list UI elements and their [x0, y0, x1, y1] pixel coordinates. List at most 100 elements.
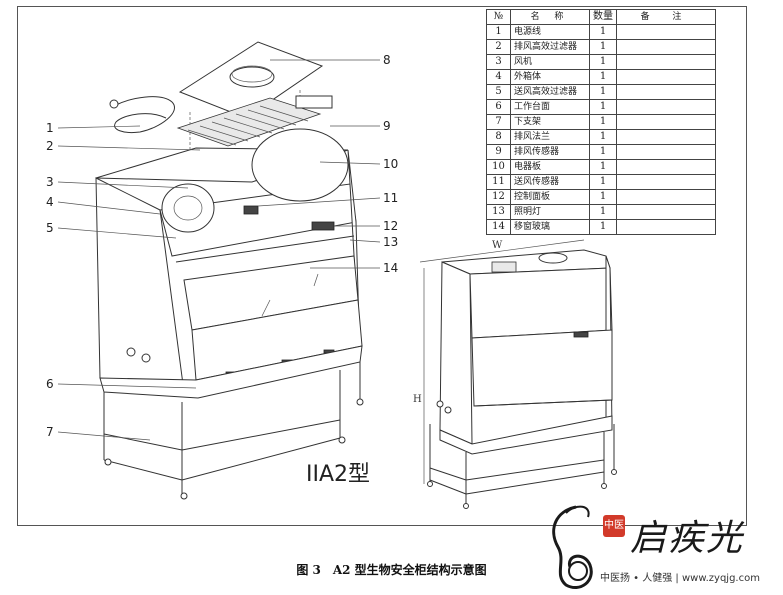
- cell-qty: 1: [589, 174, 617, 190]
- cell-name: 送风传感器: [510, 174, 590, 190]
- cell-name: 移窗玻璃: [510, 219, 590, 235]
- cell-no: 6: [486, 99, 511, 115]
- callout-leaders: [57, 59, 381, 441]
- cell-qty: 1: [589, 204, 617, 220]
- callout-6: 6: [46, 377, 54, 391]
- cell-no: 2: [486, 39, 511, 55]
- header-name: 名 称: [510, 9, 590, 25]
- cell-name: 照明灯: [510, 204, 590, 220]
- fan-housing: [161, 183, 215, 233]
- width-dimension-label: W: [492, 240, 503, 251]
- callout-3: 3: [46, 175, 54, 189]
- watermark-logo: [552, 505, 593, 589]
- cell-note: [616, 159, 716, 175]
- exhaust-hepa-filter: [176, 97, 322, 147]
- cell-name: 排风高效过滤器: [510, 39, 590, 55]
- light-strip: [175, 235, 355, 263]
- cell-no: 7: [486, 114, 511, 130]
- callout-4: 4: [46, 195, 54, 209]
- cell-qty: 1: [589, 114, 617, 130]
- cell-no: 9: [486, 144, 511, 160]
- cell-no: 5: [486, 84, 511, 100]
- cell-no: 8: [486, 129, 511, 145]
- supply-sensor: [243, 205, 259, 215]
- power-plug: [109, 99, 119, 109]
- watermark-seal: 中医: [603, 515, 625, 537]
- cell-note: [616, 69, 716, 85]
- drawing-frame: [17, 6, 747, 526]
- cell-name: 风机: [510, 54, 590, 70]
- callout-11: 11: [383, 191, 398, 205]
- cell-note: [616, 129, 716, 145]
- callout-5: 5: [46, 221, 54, 235]
- cell-name: 控制面板: [510, 189, 590, 205]
- cell-name: 送风高效过滤器: [510, 84, 590, 100]
- side-port: [141, 353, 151, 363]
- callout-2: 2: [46, 139, 54, 153]
- power-cord: [114, 96, 175, 133]
- cell-no: 11: [486, 174, 511, 190]
- watermark-name: 启疾光: [630, 518, 745, 559]
- watermark-slogan: 中医扬 • 人健强 | www.zyqjg.com: [600, 573, 760, 584]
- callout-8: 8: [383, 53, 391, 67]
- cell-note: [616, 219, 716, 235]
- cell-no: 13: [486, 204, 511, 220]
- height-dimension-label: H: [413, 394, 422, 405]
- cell-no: 1: [486, 24, 511, 40]
- cell-qty: 1: [589, 54, 617, 70]
- callout-10: 10: [383, 157, 398, 171]
- parts-table-header: № 名 称 数量 备 注: [486, 9, 716, 25]
- cell-qty: 1: [589, 219, 617, 235]
- sash-reflection: [313, 273, 319, 287]
- callout-13: 13: [383, 235, 398, 249]
- exhaust-flange-ring-inner: [231, 65, 273, 83]
- cell-no: 3: [486, 54, 511, 70]
- header-note: 备 注: [616, 9, 716, 25]
- cell-name: 下支架: [510, 114, 590, 130]
- cell-note: [616, 114, 716, 130]
- assembled-cabinet: [427, 249, 617, 509]
- fan-hub: [173, 195, 203, 221]
- cell-note: [616, 204, 716, 220]
- cell-note: [616, 144, 716, 160]
- control-panel: [311, 221, 335, 231]
- cell-name: 排风传感器: [510, 144, 590, 160]
- exhaust-sensor: [295, 95, 333, 109]
- cell-note: [616, 174, 716, 190]
- cell-name: 排风法兰: [510, 129, 590, 145]
- cell-qty: 1: [589, 129, 617, 145]
- cell-no: 14: [486, 219, 511, 235]
- cell-name: 电源线: [510, 24, 590, 40]
- figure-caption: 图 3 A2 型生物安全柜结构示意图: [296, 563, 487, 577]
- cell-name: 外箱体: [510, 69, 590, 85]
- header-no: №: [486, 9, 511, 25]
- filter-grid: [187, 105, 309, 146]
- cell-qty: 1: [589, 69, 617, 85]
- cell-note: [616, 24, 716, 40]
- cell-no: 10: [486, 159, 511, 175]
- cell-qty: 1: [589, 159, 617, 175]
- model-label: IIA2型: [306, 462, 371, 487]
- watermark: 中医 启疾光 中医扬 • 人健强 | www.zyqjg.com: [536, 495, 783, 595]
- cell-qty: 1: [589, 24, 617, 40]
- callout-9: 9: [383, 119, 391, 133]
- cell-name: 工作台面: [510, 99, 590, 115]
- electrical-board-detail: [251, 128, 349, 202]
- cell-name: 电器板: [510, 159, 590, 175]
- cell-note: [616, 84, 716, 100]
- callout-7: 7: [46, 425, 54, 439]
